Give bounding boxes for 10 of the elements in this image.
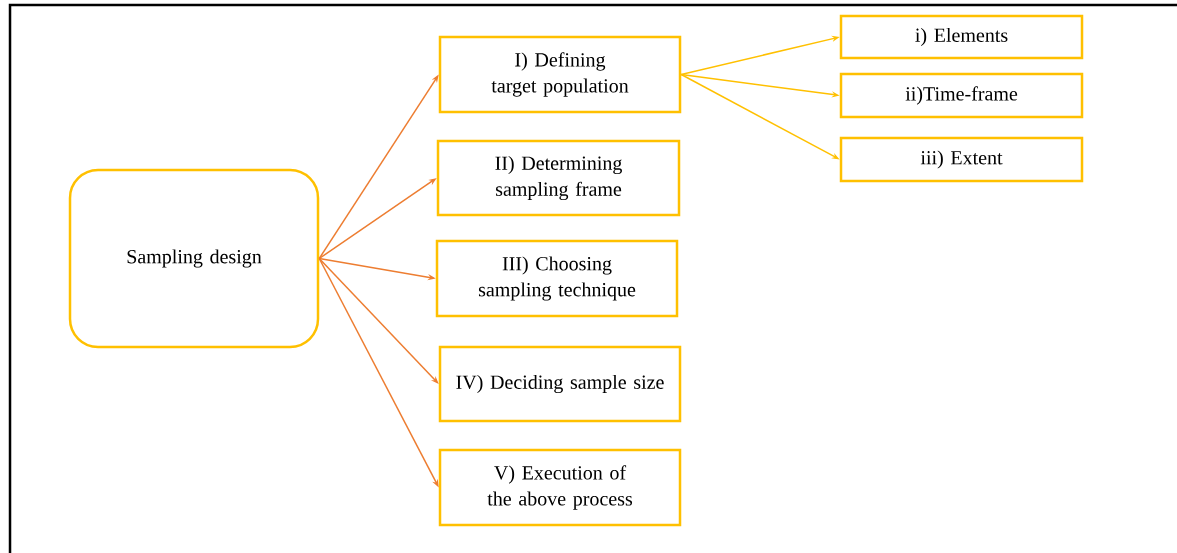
process-box: V) Execution of the above process: [438, 448, 682, 527]
process-box: I) Defining target population: [438, 35, 682, 114]
process-box: IV) Deciding sample size: [438, 345, 682, 423]
process-box: III) Choosing sampling technique: [435, 239, 679, 318]
process-box: iii) Extent: [839, 136, 1084, 183]
process-box: i) Elements: [839, 14, 1084, 60]
process-box: ii)Time-frame: [839, 72, 1084, 119]
arrow: [318, 257, 439, 384]
process-box: II) Determining sampling frame: [436, 139, 681, 217]
rounded-box: Sampling design: [68, 168, 320, 349]
